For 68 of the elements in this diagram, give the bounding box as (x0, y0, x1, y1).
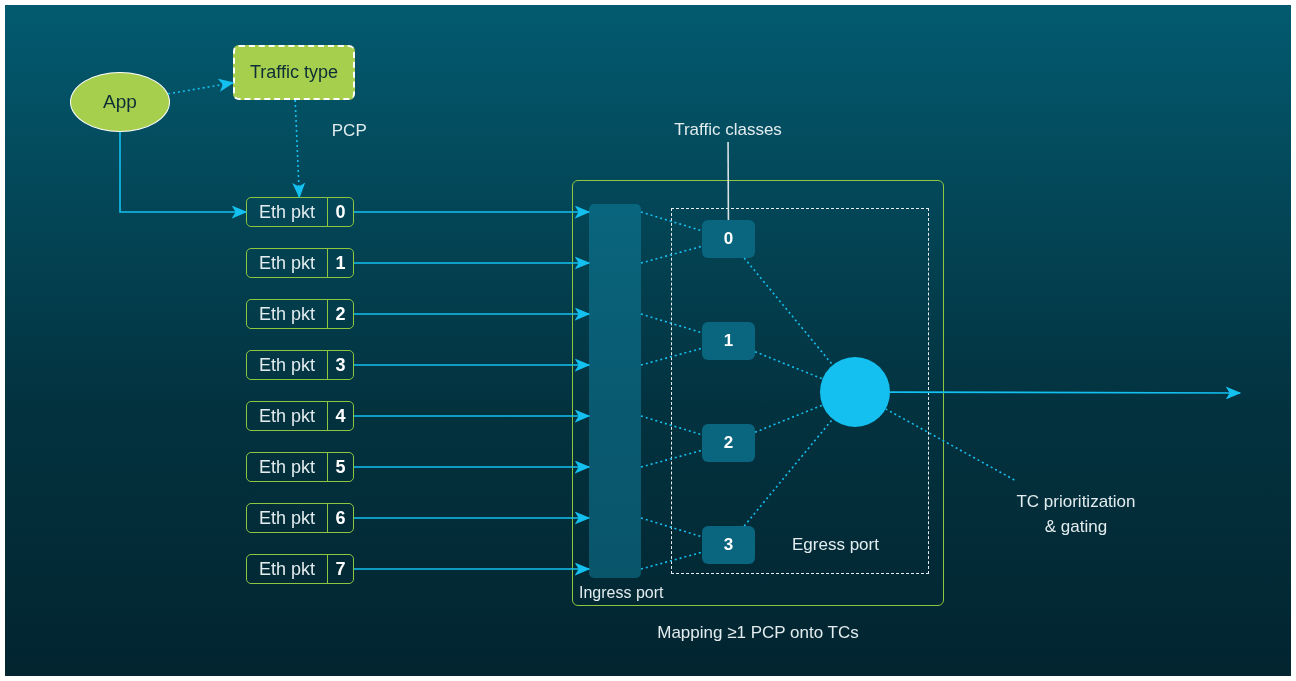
egress-port-box (671, 208, 929, 574)
pcp-number: 1 (327, 249, 353, 277)
packet-label: Eth pkt (258, 302, 316, 326)
class-number: 0 (723, 229, 734, 249)
annotation: TC prioritization & gating (1016, 491, 1136, 538)
pcp-number: 4 (327, 402, 353, 430)
packet-box (246, 503, 354, 533)
dotted-line (640, 245, 703, 264)
pcp-number: 2 (327, 300, 353, 328)
dotted-line (754, 350, 824, 380)
pcp-number: 5 (327, 453, 353, 481)
dotted-line (754, 404, 824, 434)
dotted-line (884, 408, 1017, 482)
packet-box (246, 350, 354, 380)
arrow (353, 205, 591, 219)
packet-box (246, 197, 354, 227)
class-number: 1 (723, 331, 734, 351)
class-number: 2 (723, 433, 734, 453)
arrow (353, 562, 591, 576)
dotted-arrow (167, 78, 235, 95)
node-label: App (103, 91, 137, 113)
port-label: Ingress port (579, 584, 664, 602)
node-label: Traffic type (250, 62, 338, 83)
box-heading: Mapping ≥1 PCP onto TCs (656, 623, 860, 643)
packet-label: Eth pkt (258, 200, 316, 224)
traffic-class-box (702, 220, 755, 258)
dotted-line (743, 257, 834, 366)
packet-box (246, 248, 354, 278)
arrow (889, 386, 1242, 400)
dotted-line (640, 449, 703, 468)
packet-box (246, 299, 354, 329)
traffic-class-box (702, 322, 755, 360)
dotted-line (640, 347, 703, 366)
pcp-number: 7 (327, 555, 353, 583)
arrow (353, 409, 591, 423)
edge-label: PCP (330, 120, 368, 141)
dotted-line (640, 313, 703, 334)
dotted-line (640, 415, 703, 436)
arrow (353, 307, 591, 321)
dotted-arrow (292, 99, 306, 199)
pcp-number: 6 (327, 504, 353, 532)
arrow (119, 131, 248, 219)
arrow (353, 358, 591, 372)
leader-line (727, 141, 730, 221)
dotted-line (640, 551, 703, 570)
arrow (353, 460, 591, 474)
arrow (353, 511, 591, 525)
dotted-line (640, 517, 703, 538)
packet-label: Eth pkt (258, 251, 316, 275)
packet-label: Eth pkt (258, 557, 316, 581)
traffic-type-box (233, 45, 355, 100)
traffic-class-box (702, 526, 755, 564)
packet-label: Eth pkt (258, 353, 316, 377)
dotted-line (743, 418, 834, 527)
packet-box (246, 452, 354, 482)
packet-box (246, 554, 354, 584)
arrow (353, 256, 591, 270)
pcp-number: 0 (327, 198, 353, 226)
dotted-line (640, 211, 703, 232)
port-label: Egress port (792, 535, 879, 555)
packet-box (246, 401, 354, 431)
packet-label: Eth pkt (258, 506, 316, 530)
pcp-number: 3 (327, 351, 353, 379)
traffic-class-box (702, 424, 755, 462)
packet-label: Eth pkt (258, 455, 316, 479)
class-number: 3 (723, 535, 734, 555)
annotation: Traffic classes (674, 118, 782, 141)
packet-label: Eth pkt (258, 404, 316, 428)
